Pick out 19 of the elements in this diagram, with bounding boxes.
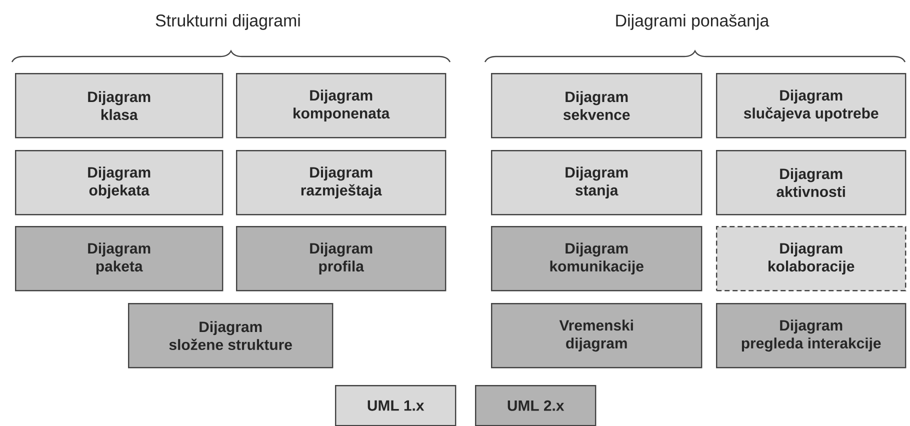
diagram-box: Dijagram profila bbox=[236, 226, 446, 292]
diagram-box: Vremenski dijagram bbox=[491, 303, 702, 368]
diagram-box: Dijagram sekvence bbox=[491, 73, 702, 138]
diagram-box: Dijagram stanja bbox=[491, 150, 702, 216]
diagram-box: Dijagram objekata bbox=[15, 150, 224, 216]
diagram-box: Dijagram komponenata bbox=[236, 73, 446, 138]
diagram-box: Dijagram paketa bbox=[15, 226, 224, 292]
diagram-box: Dijagram aktivnosti bbox=[716, 150, 906, 216]
diagram-box: Dijagram složene strukture bbox=[128, 303, 334, 368]
diagram-box: Dijagram komunikacije bbox=[491, 226, 702, 292]
legend-box: UML 1.x bbox=[335, 385, 456, 426]
diagram-box: Dijagram kolaboracije bbox=[716, 226, 906, 292]
group-heading: Strukturni dijagrami bbox=[156, 14, 300, 30]
diagram-box: Dijagram pregleda interakcije bbox=[716, 303, 906, 368]
diagram-box: Dijagram slučajeva upotrebe bbox=[716, 73, 906, 138]
diagram-box: Dijagram klasa bbox=[15, 73, 224, 138]
legend-box: UML 2.x bbox=[475, 385, 596, 426]
diagram-box: Dijagram razmještaja bbox=[236, 150, 446, 216]
group-heading: Dijagrami ponašanja bbox=[616, 14, 770, 30]
